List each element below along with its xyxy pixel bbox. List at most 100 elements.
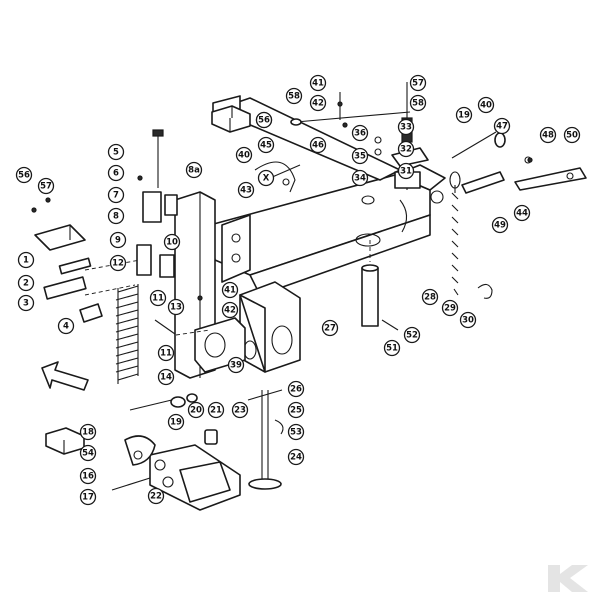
callout-54: 54: [79, 444, 97, 462]
callout-label: 9: [115, 236, 121, 246]
callout-label: 48: [542, 131, 554, 141]
direction-arrow-icon: [41, 361, 89, 391]
brand-logo-icon: [548, 565, 588, 592]
callout-30: 30: [459, 311, 477, 329]
callout-44: 44: [513, 204, 531, 222]
callout-label: 27: [324, 324, 336, 334]
callout-58: 58: [285, 87, 303, 105]
callout-label: 31: [400, 167, 412, 177]
callout-14: 14: [157, 368, 175, 386]
callout-label: 19: [458, 111, 470, 121]
callout-label: 56: [258, 116, 270, 126]
callout-8: 8: [107, 207, 125, 225]
callout-47: 47: [493, 117, 511, 135]
callout-label: 32: [400, 145, 412, 155]
callout-39: 39: [227, 356, 245, 374]
callout-label: 24: [290, 453, 302, 463]
callout-10: 10: [163, 233, 181, 251]
lower-housing: [194, 281, 301, 373]
callout-label: 21: [210, 406, 222, 416]
callout-label: 34: [354, 174, 366, 184]
callout-label: 58: [412, 99, 424, 109]
callout-label: 7: [113, 191, 119, 201]
callout-label: 43: [240, 186, 252, 196]
callout-4: 4: [57, 317, 75, 335]
callout-label: 18: [82, 428, 94, 438]
callout-label: 1: [23, 256, 29, 266]
callout-1: 1: [17, 251, 35, 269]
callout-16: 16: [79, 467, 97, 485]
callout-57: 57: [37, 177, 55, 195]
callout-label: 58: [288, 92, 300, 102]
callout-35: 35: [351, 147, 369, 165]
callout-11: 11: [149, 289, 167, 307]
lower-pin-axle: [129, 393, 218, 445]
callout-25: 25: [287, 401, 305, 419]
callout-label: 53: [290, 428, 302, 438]
callout-label: 46: [312, 141, 324, 151]
callout-12: 12: [109, 254, 127, 272]
callout-label: 11: [152, 294, 164, 304]
callout-label: 5: [113, 148, 119, 158]
callout-label: 13: [170, 303, 182, 313]
spare-block-top: [211, 105, 251, 133]
callout-label: 29: [444, 304, 456, 314]
callout-label: 8a: [188, 166, 200, 176]
callout-label: 22: [150, 492, 162, 502]
callout-label: 41: [224, 286, 236, 296]
callout-label: 41: [312, 79, 324, 89]
callout-6: 6: [107, 164, 125, 182]
callout-label: 23: [234, 406, 246, 416]
callout-56: 56: [15, 166, 33, 184]
callout-18: 18: [79, 423, 97, 441]
callout-23: 23: [231, 401, 249, 419]
callout-label: 17: [82, 493, 94, 503]
callout-label: 35: [354, 152, 366, 162]
chain: [449, 171, 493, 299]
callout-56: 56: [255, 111, 273, 129]
callout-X: X: [257, 169, 275, 187]
callout-48: 48: [539, 126, 557, 144]
callout-label: 6: [113, 169, 119, 179]
callout-9: 9: [109, 231, 127, 249]
callout-21: 21: [207, 401, 225, 419]
callout-8a: 8a: [185, 161, 203, 179]
callout-label: 54: [82, 449, 94, 459]
callout-7: 7: [107, 186, 125, 204]
callout-label: 8: [113, 212, 119, 222]
callout-label: 28: [424, 293, 436, 303]
callout-27: 27: [321, 319, 339, 337]
callout-label: 33: [400, 123, 412, 133]
callout-36: 36: [351, 124, 369, 142]
callout-46: 46: [309, 136, 327, 154]
callout-label: 30: [462, 316, 474, 326]
callout-24: 24: [287, 448, 305, 466]
callout-19: 19: [455, 106, 473, 124]
callout-label: 49: [494, 221, 506, 231]
callout-42: 42: [221, 301, 239, 319]
callout-label: 4: [63, 322, 69, 332]
callout-22: 22: [147, 487, 165, 505]
callout-51: 51: [383, 339, 401, 357]
callout-label: 50: [566, 131, 578, 141]
callout-label: 51: [386, 344, 398, 354]
stand-tube: [355, 233, 399, 331]
callout-label: 39: [230, 361, 242, 371]
small-hardware: [31, 101, 533, 301]
spare-block-bottom: [45, 427, 85, 455]
callout-label: 42: [224, 306, 236, 316]
callout-label: 14: [160, 373, 172, 383]
hydraulic-hose: [254, 161, 301, 193]
callout-41: 41: [309, 74, 327, 92]
callout-label: 20: [190, 406, 202, 416]
callout-45: 45: [257, 136, 275, 154]
callout-50: 50: [563, 126, 581, 144]
callout-label: 10: [166, 238, 178, 248]
callout-31: 31: [397, 162, 415, 180]
callout-49: 49: [491, 216, 509, 234]
callout-34: 34: [351, 169, 369, 187]
callout-19: 19: [167, 413, 185, 431]
callout-label: 42: [312, 99, 324, 109]
callout-41: 41: [221, 281, 239, 299]
